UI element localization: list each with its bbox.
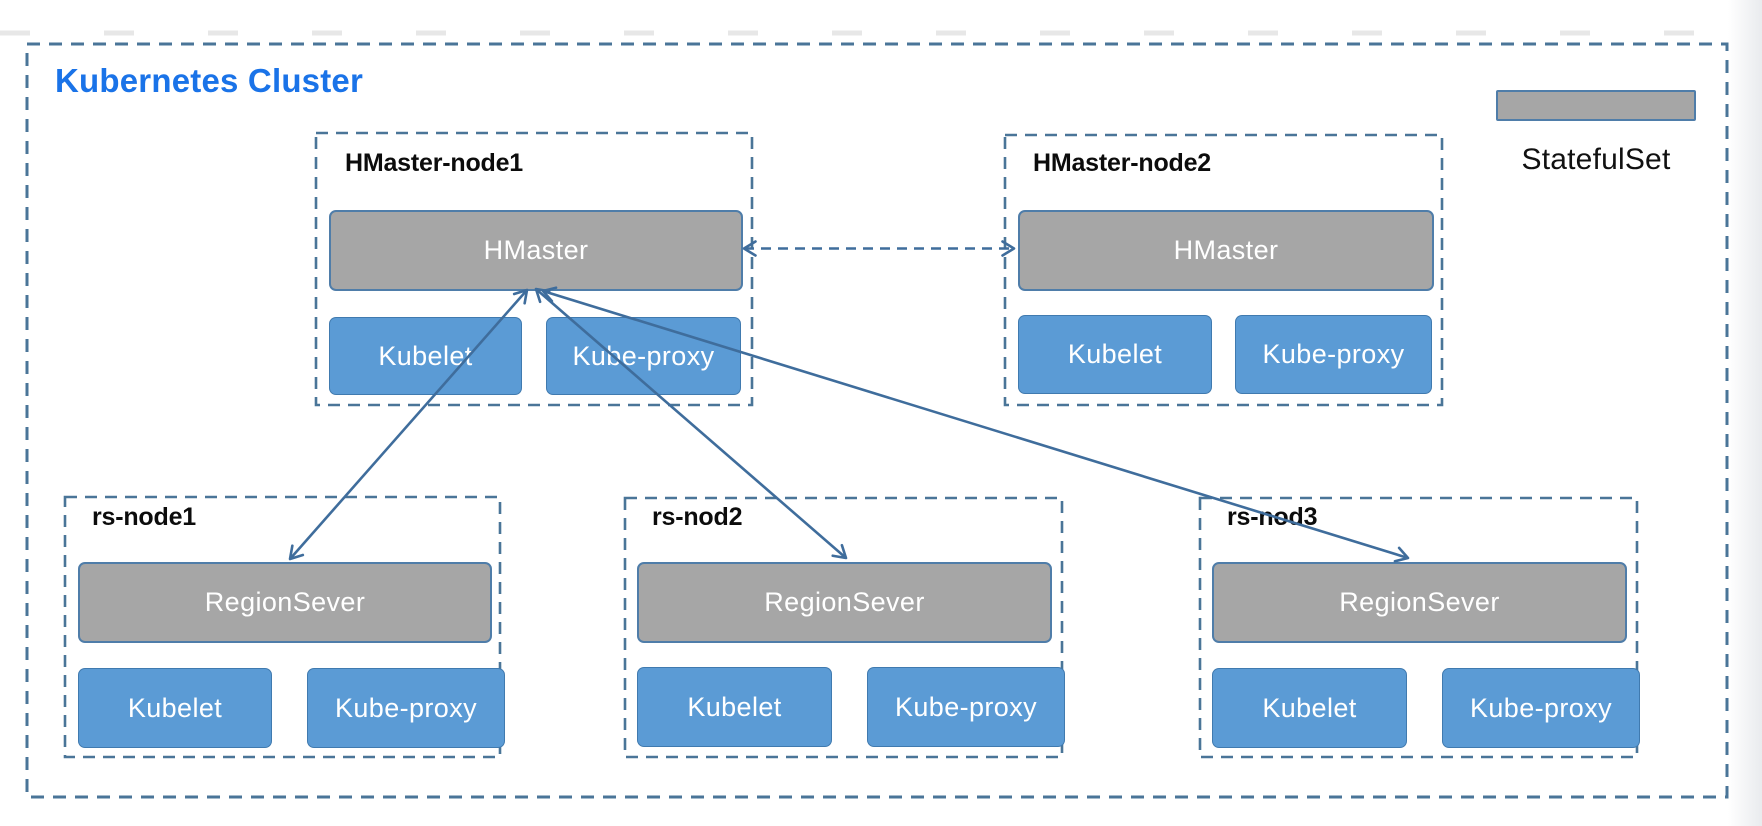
rs-node1-dashed-border <box>63 495 502 759</box>
legend-label: StatefulSet <box>1521 143 1671 176</box>
node-title: rs-nod2 <box>652 503 743 531</box>
regionserver-box: RegionSever <box>78 562 492 643</box>
hmaster-node1-dashed-border <box>314 131 754 407</box>
regionserver-box: RegionSever <box>637 562 1052 643</box>
kubelet-box: Kubelet <box>1212 668 1407 748</box>
rs-nod3-dashed-border <box>1198 496 1639 759</box>
node-hmaster-node2: HMaster-node2 HMaster Kubelet Kube-proxy <box>1005 135 1442 405</box>
stateful-set-swatch <box>1496 90 1696 121</box>
node-rs-nod2: rs-nod2 RegionSever Kubelet Kube-proxy <box>625 498 1065 757</box>
kube-proxy-box: Kube-proxy <box>546 317 741 395</box>
kubelet-box: Kubelet <box>1018 315 1212 394</box>
cluster-dashed-border <box>25 42 1729 799</box>
kube-proxy-box: Kube-proxy <box>307 668 505 748</box>
kube-proxy-box: Kube-proxy <box>1442 668 1640 748</box>
cluster-title: Kubernetes Cluster <box>55 62 364 99</box>
kube-proxy-box: Kube-proxy <box>867 667 1065 747</box>
regionserver-box: RegionSever <box>1212 562 1627 643</box>
hmaster-box: HMaster <box>1018 210 1434 291</box>
screen-edge-shade <box>1728 0 1762 826</box>
node-title: HMaster-node1 <box>345 149 523 177</box>
kube-proxy-box: Kube-proxy <box>1235 315 1432 394</box>
kubelet-box: Kubelet <box>78 668 272 748</box>
node-title: HMaster-node2 <box>1033 149 1211 177</box>
node-title: rs-node1 <box>92 503 196 531</box>
rs-nod2-dashed-border <box>623 496 1064 759</box>
node-rs-nod3: rs-nod3 RegionSever Kubelet Kube-proxy <box>1200 498 1640 757</box>
node-hmaster-node1: HMaster-node1 HMaster Kubelet Kube-proxy <box>316 133 752 405</box>
hmaster-box: HMaster <box>329 210 743 291</box>
node-title: rs-nod3 <box>1227 503 1318 531</box>
kubelet-box: Kubelet <box>329 317 522 395</box>
legend: StatefulSet <box>1473 90 1719 177</box>
kubelet-box: Kubelet <box>637 667 832 747</box>
node-rs-node1: rs-node1 RegionSever Kubelet Kube-proxy <box>65 497 505 757</box>
